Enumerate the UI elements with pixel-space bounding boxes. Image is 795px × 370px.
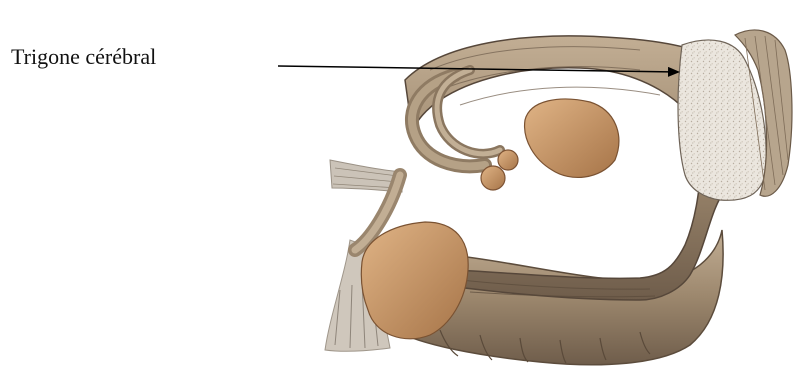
upper-orange-structure: [525, 99, 619, 177]
cut-surface: [678, 40, 766, 200]
trigone-label: Trigone cérébral: [11, 44, 156, 70]
